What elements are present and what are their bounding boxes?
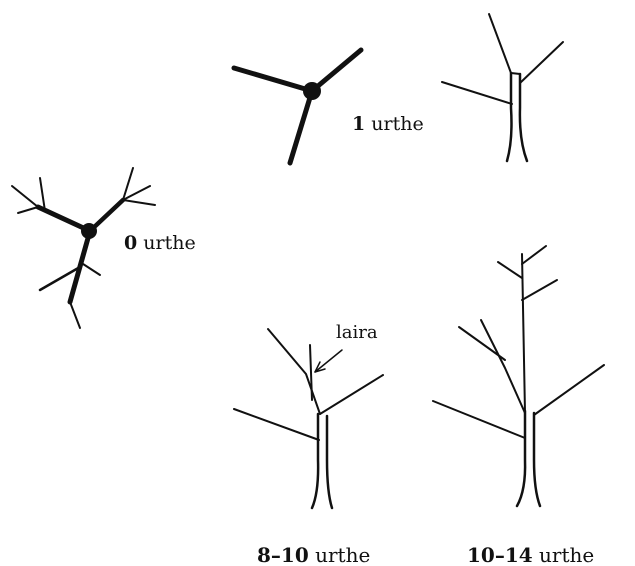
stage-10-14-label: 10–14 urthe bbox=[467, 543, 594, 566]
laira-arrow bbox=[315, 350, 342, 372]
stage-8-10-label: 8–10 urthe bbox=[257, 543, 370, 566]
stage-1-label: 1 urthe bbox=[352, 113, 424, 135]
stage-0-unit: urthe bbox=[143, 232, 195, 254]
laira-label: laira bbox=[336, 322, 378, 343]
tree-stage-8-10-drawing bbox=[234, 329, 383, 508]
stage-10-14-number: 10–14 bbox=[467, 543, 533, 566]
stage-1-unit: urthe bbox=[371, 113, 423, 135]
stage-8-10-number: 8–10 bbox=[257, 543, 309, 566]
tree-stage-10-14-drawing bbox=[433, 246, 604, 506]
stage-0-number: 0 bbox=[124, 232, 137, 254]
tree-stage-1-topview-drawing bbox=[234, 50, 361, 163]
stage-8-10-unit: urthe bbox=[315, 543, 370, 566]
stage-0-label: 0 urthe bbox=[124, 232, 196, 254]
stage-10-14-unit: urthe bbox=[539, 543, 594, 566]
stage-1-number: 1 bbox=[352, 113, 365, 135]
tree-stage-1-sideview-drawing bbox=[442, 14, 563, 161]
